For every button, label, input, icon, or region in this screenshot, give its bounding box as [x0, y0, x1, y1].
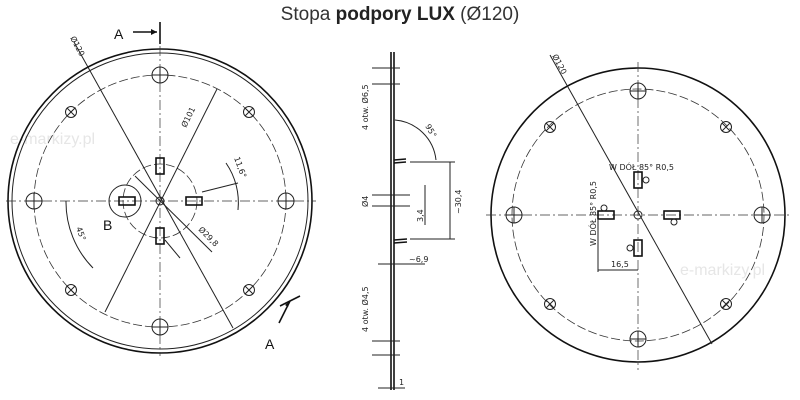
section-view: 4 otw. Ø6,5 4 otw. Ø4,5 95° Ø4 3,4 ~30,4…	[360, 52, 463, 390]
mount-holes-small-right	[544, 121, 732, 310]
bottom-view: Ø120 W DÓŁ 85° R0,5 W DÓŁ 85° R0,5 16,5	[486, 52, 790, 370]
bend-angle: 95°	[423, 123, 438, 140]
detail-label: B	[103, 217, 112, 233]
mount-holes-large	[25, 66, 295, 336]
holes-bottom-label: 4 otw. Ø4,5	[360, 286, 370, 332]
depth-dim: 3,4	[416, 209, 425, 222]
section-label-bottom: A	[265, 336, 275, 352]
title-suffix: (Ø120)	[454, 4, 520, 25]
dim-outer-right: Ø120	[550, 52, 569, 76]
tab-spacing-dim: ~30,4	[454, 189, 463, 214]
angle-small: 11,6°	[232, 156, 248, 180]
dim-outer: Ø120	[68, 34, 87, 58]
mount-holes-large-right	[505, 82, 771, 348]
note-top: W DÓŁ 85° R0,5	[609, 161, 674, 172]
tab-height-dim: ~6,9	[409, 255, 428, 264]
center-hole-dim: Ø4	[360, 196, 370, 207]
section-label-top: A	[114, 26, 124, 42]
mount-holes-small	[65, 106, 255, 296]
watermark-left: e-markizy.pl	[10, 131, 95, 148]
tabs	[118, 157, 203, 245]
holes-top-label: 4 otw. Ø6,5	[360, 84, 370, 130]
watermark-right: e-markizy.pl	[680, 262, 765, 279]
angle-holes: 45°	[74, 226, 87, 242]
top-view: Ø120 Ø101 Ø29,8 11,6° 45° A A B	[6, 22, 316, 356]
note-side: W DÓŁ 85° R0,5	[587, 181, 598, 246]
tabs-right	[597, 171, 681, 257]
title-bold: podpory LUX	[335, 4, 455, 25]
dim-inner: Ø29,8	[197, 224, 221, 248]
dim-offset: 16,5	[611, 260, 629, 269]
thickness-dim: 1	[399, 378, 404, 387]
drawing-title: Stopa podpory LUX (Ø120)	[0, 4, 800, 26]
title-prefix: Stopa	[280, 4, 336, 25]
detail-b-circle	[108, 184, 142, 218]
dim-bolt-circle: Ø101	[179, 105, 197, 129]
